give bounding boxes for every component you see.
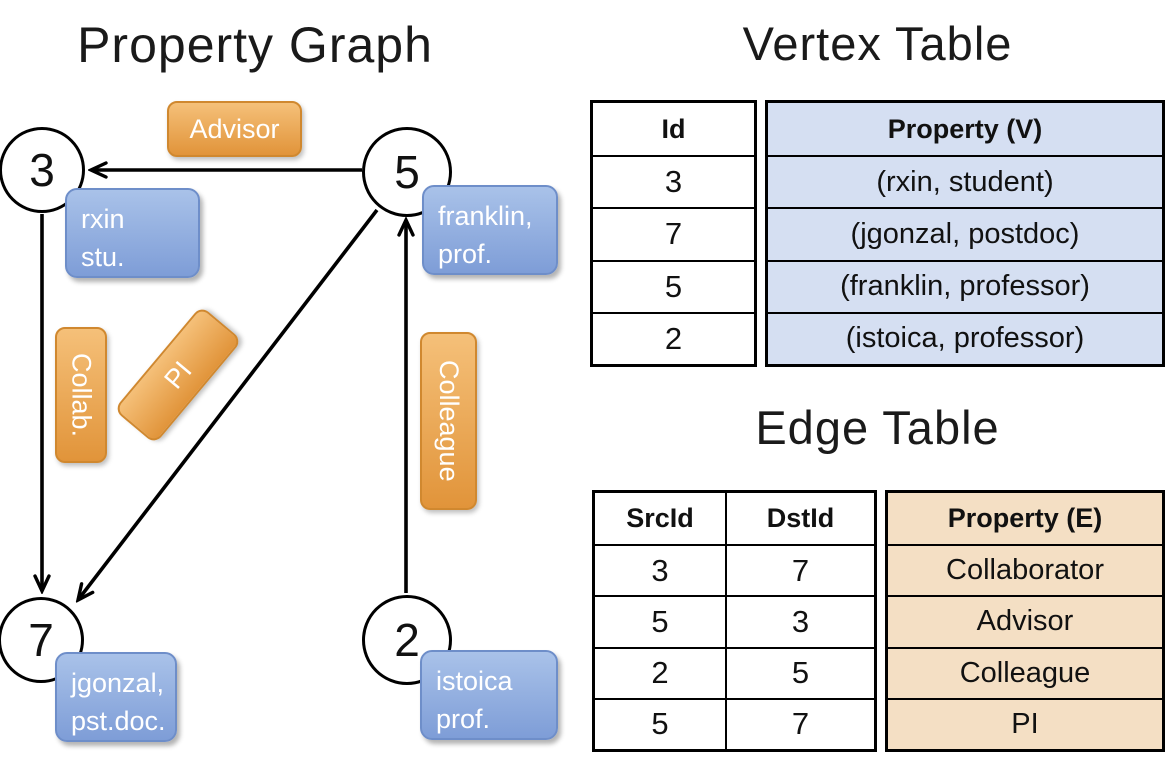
edge-table-cell-dst-0: 7 (725, 544, 874, 596)
vertex-property-line: franklin, (438, 201, 533, 231)
vertex-property-box-jgonzal: jgonzal, pst.doc. (55, 652, 177, 742)
node-id-label: 5 (394, 146, 420, 198)
edge-table-property-column: Property (E) Collaborator Advisor Collea… (885, 490, 1165, 752)
vertex-table-cell-id-1: 7 (593, 207, 754, 259)
vertex-table-cell-property-3: (istoica, professor) (768, 311, 1162, 364)
vertex-table-cell-id-2: 5 (593, 259, 754, 312)
edge-table-header-dstid: DstId (725, 493, 874, 545)
edge-table-cell-dst-3: 7 (725, 697, 874, 749)
edge-table-cell-property-2: Colleague (888, 646, 1162, 698)
vertex-table-cell-id-3: 2 (593, 311, 754, 364)
vertex-property-box-istoica: istoica prof. (420, 650, 558, 740)
edge-table-cell-src-2: 2 (595, 646, 725, 698)
edge-label-collab: Collab. (55, 327, 107, 463)
vertex-table-id-column: Id 3 7 5 2 (590, 100, 757, 367)
edge-label-text: PI (157, 355, 198, 395)
vertex-table-cell-property-2: (franklin, professor) (768, 259, 1162, 312)
edge-label-text: Collab. (66, 352, 97, 438)
edge-label-text: Advisor (189, 113, 280, 144)
edge-table-header-property: Property (E) (888, 493, 1162, 545)
vertex-table-cell-property-1: (jgonzal, postdoc) (768, 207, 1162, 260)
vertex-property-line: stu. (81, 242, 125, 272)
property-graph-title: Property Graph (77, 17, 433, 73)
edge-label-colleague: Colleague (420, 332, 477, 510)
edge-label-advisor: Advisor (167, 101, 302, 157)
vertex-table-header-property: Property (V) (768, 103, 1162, 156)
node-id-label: 7 (28, 614, 54, 666)
edge-table-cell-src-1: 5 (595, 595, 725, 646)
vertex-table-property-column: Property (V) (rxin, student) (jgonzal, p… (765, 100, 1165, 367)
vertex-property-box-franklin: franklin, prof. (422, 185, 558, 275)
vertex-property-line: istoica (436, 666, 513, 696)
vertex-property-line: jgonzal, (71, 668, 165, 698)
edge-table-cell-dst-2: 5 (725, 646, 874, 698)
edge-arrow-5-to-7 (78, 208, 379, 600)
edge-table-cell-dst-1: 3 (725, 595, 874, 647)
edge-table-src-dst-columns: SrcId DstId 3 7 5 3 2 5 5 7 (592, 490, 877, 752)
edge-label-text: Colleague (434, 360, 464, 482)
edge-table-title: Edge Table (755, 401, 1000, 454)
vertex-table-header-id: Id (661, 113, 686, 144)
edge-table-cell-property-1: Advisor (888, 595, 1162, 647)
vertex-property-line: prof. (436, 704, 491, 734)
graph-node-2: 2 (362, 595, 452, 685)
vertex-property-line: rxin (81, 204, 125, 234)
vertex-property-line: prof. (438, 239, 493, 269)
node-id-label: 2 (394, 614, 420, 666)
vertex-table-cell-property-0: (rxin, student) (768, 155, 1162, 208)
edge-table-cell-property-3: PI (888, 697, 1162, 749)
edge-table-cell-src-3: 5 (595, 697, 725, 749)
vertex-property-line: pst.doc. (71, 706, 166, 736)
edge-table-cell-src-0: 3 (595, 544, 725, 595)
edge-table-cell-property-0: Collaborator (888, 544, 1162, 596)
vertex-table-title: Vertex Table (742, 17, 1013, 70)
graph-edges-canvas (0, 0, 580, 760)
edge-table-header-srcid: SrcId (626, 503, 694, 534)
node-id-label: 3 (29, 144, 55, 196)
vertex-table-cell-id-0: 3 (593, 155, 754, 207)
vertex-property-box-rxin: rxin stu. (65, 188, 200, 278)
